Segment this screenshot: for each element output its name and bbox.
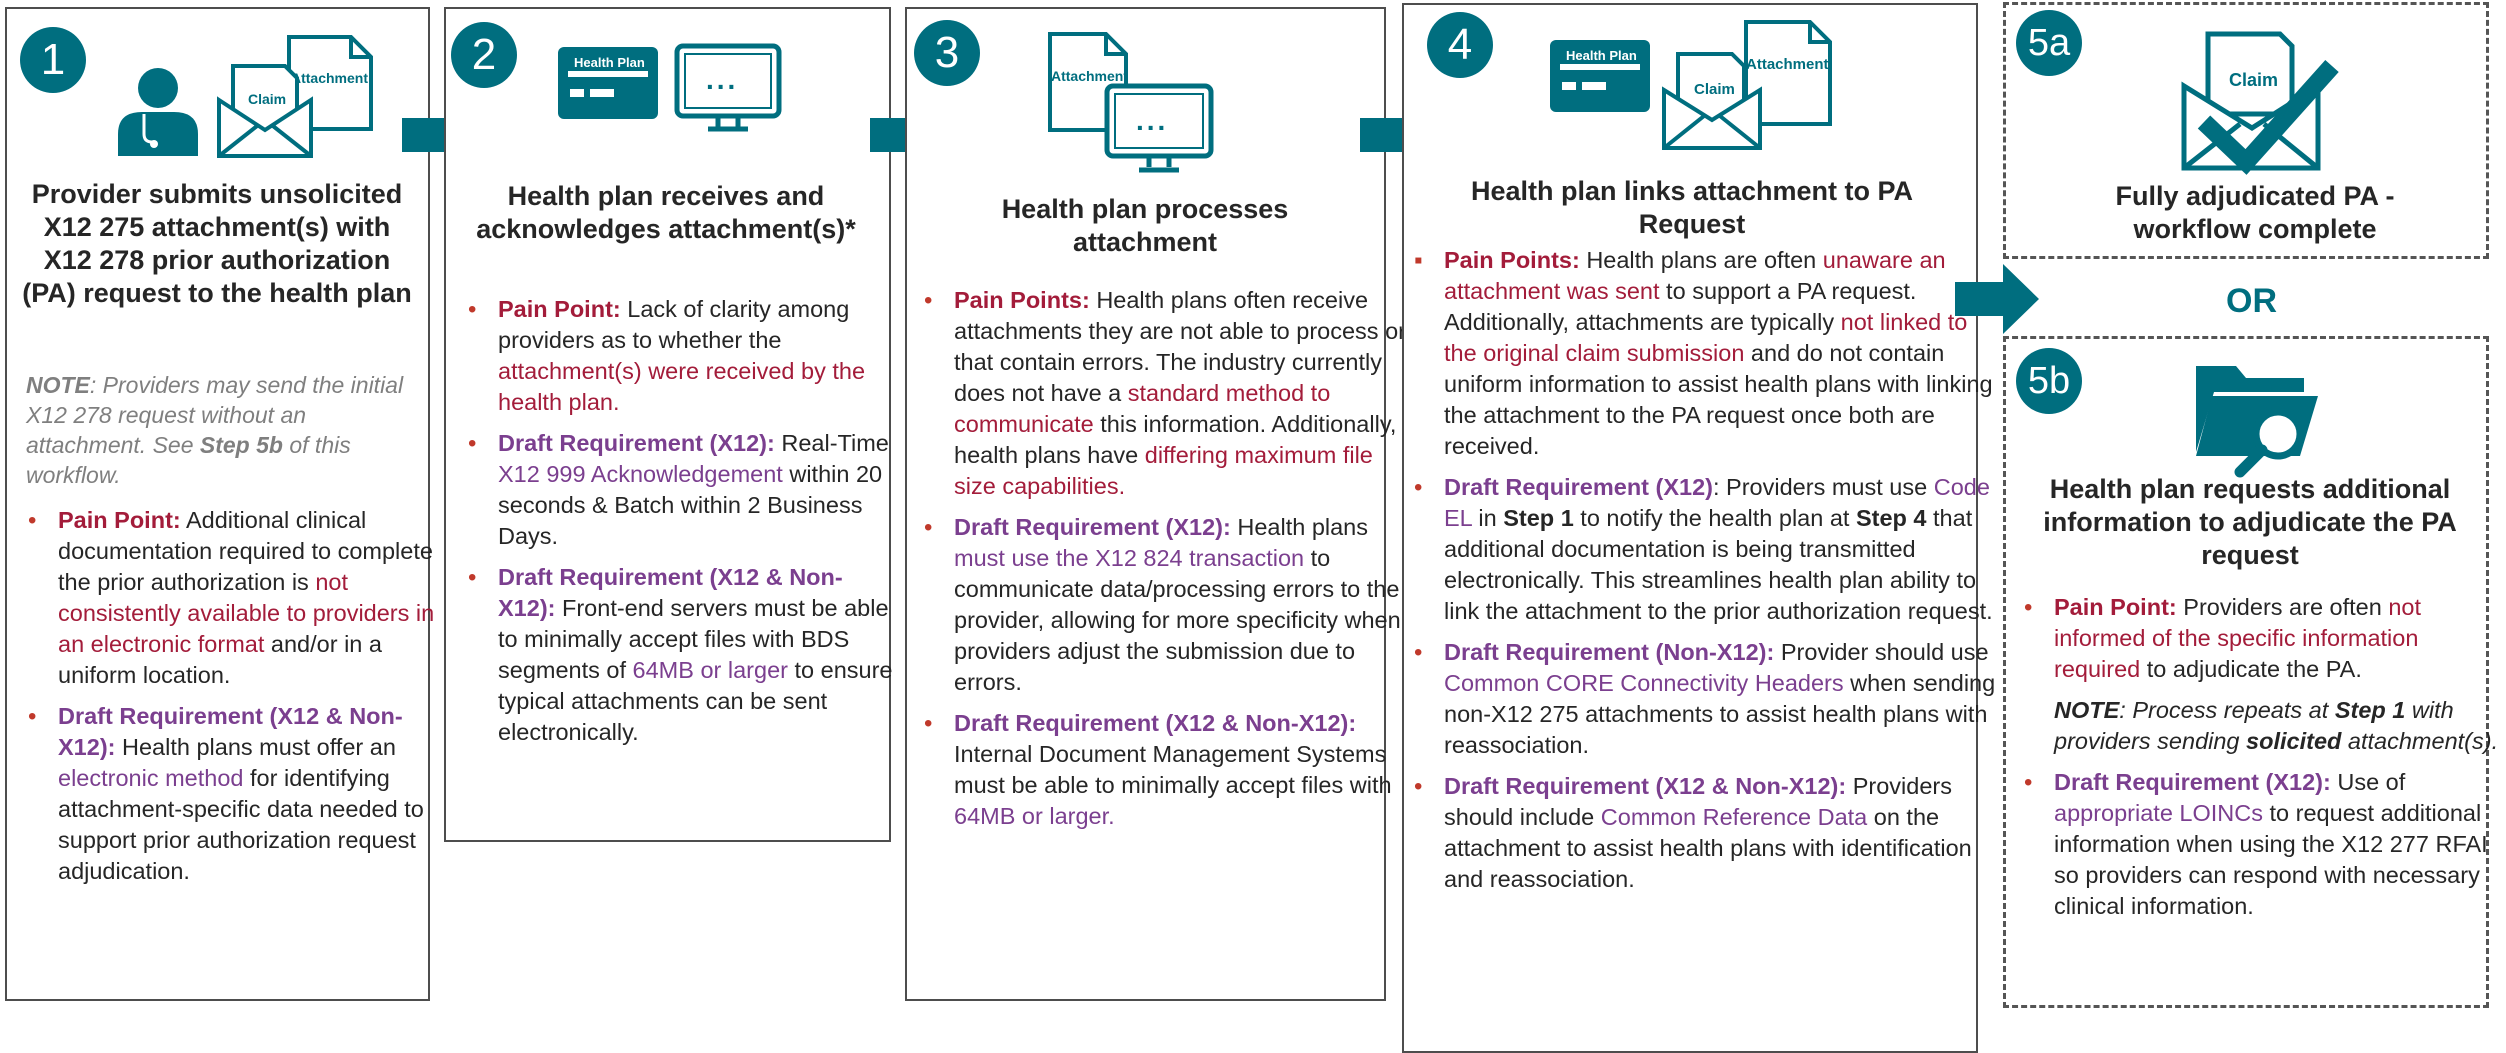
- step3-box: [905, 7, 1386, 1001]
- arrow-4-to-5: [1955, 264, 2039, 334]
- step5b-points: Pain Point: Providers are often not info…: [2020, 592, 2506, 932]
- step4-draft-requirement-nonx12: Draft Requirement (Non-X12): Provider sh…: [1414, 637, 2006, 761]
- step3-number: 3: [914, 20, 980, 86]
- step2-draft-requirement-x12: Draft Requirement (X12): Real-Time X12 9…: [468, 428, 898, 552]
- or-label: OR: [2226, 282, 2277, 320]
- claim-icon-label: Claim: [248, 91, 287, 107]
- claim-icon-label: Claim: [1694, 81, 1735, 98]
- monitor-icon: [1104, 83, 1214, 173]
- step2-number: 2: [451, 22, 517, 88]
- step2-points: Pain Point: Lack of clarity among provid…: [464, 294, 898, 758]
- step2-title: Health plan receives and acknowledges at…: [476, 181, 856, 244]
- step1-number: 1: [20, 27, 86, 93]
- step4-draft-requirement-x12: Draft Requirement (X12): Providers must …: [1414, 472, 2006, 627]
- monitor-dots: ...: [706, 64, 739, 95]
- monitor-icon: [674, 43, 782, 132]
- claim-envelope-icon: [1662, 52, 1762, 150]
- step1-points: Pain Point: Additional clinical document…: [24, 505, 436, 897]
- step5a-title: Fully adjudicated PA - workflow complete: [2115, 181, 2395, 244]
- monitor-dots: ...: [1136, 105, 1169, 136]
- step1-draft-requirement: Draft Requirement (X12 & Non-X12): Healt…: [28, 701, 436, 887]
- step2-pain-point: Pain Point: Lack of clarity among provid…: [468, 294, 898, 418]
- step5b-number: 5b: [2016, 348, 2082, 414]
- step3-pain-points: Pain Points: Health plans often receive …: [924, 285, 1406, 502]
- claim-approved-icon: [2181, 31, 2339, 175]
- step4-points: Pain Points: Health plans are often unaw…: [1410, 245, 2006, 905]
- step5a-number: 5a: [2016, 10, 2082, 76]
- claim-approved-label: Claim: [2229, 70, 2279, 90]
- claim-envelope-icon: [217, 64, 313, 158]
- step5b-note: NOTE: Process repeats at Step 1 with pro…: [2054, 697, 2499, 754]
- step3-points: Pain Points: Health plans often receive …: [920, 285, 1406, 842]
- health-plan-card-label: Health Plan: [1566, 48, 1637, 63]
- attachment-icon-label: Attachment: [291, 70, 369, 86]
- step4-pain-points: Pain Points: Health plans are often unaw…: [1414, 245, 2006, 462]
- step1-note: NOTE: Providers may send the initial X12…: [26, 372, 404, 488]
- step2-draft-requirement-x12-nonx12: Draft Requirement (X12 & Non-X12): Front…: [468, 562, 898, 748]
- health-plan-card-label: Health Plan: [574, 55, 645, 70]
- step3-draft-requirement-x12-nonx12: Draft Requirement (X12 & Non-X12): Inter…: [924, 708, 1406, 832]
- step5a-box: [2003, 2, 2489, 259]
- folder-search-icon: [2196, 366, 2318, 478]
- step3-draft-requirement-x12: Draft Requirement (X12): Health plans mu…: [924, 512, 1406, 698]
- health-plan-card-icon: [558, 47, 658, 119]
- attachment-doc-label: Attachment: [1051, 68, 1129, 84]
- step5b-draft-requirement: Draft Requirement (X12): Use of appropri…: [2024, 767, 2506, 922]
- step5b-pain-point: Pain Point: Providers are often not info…: [2024, 592, 2506, 757]
- step3-title: Health plan processes attachment: [1001, 194, 1289, 257]
- step1-pain-point: Pain Point: Additional clinical document…: [28, 505, 436, 691]
- provider-icon: [118, 68, 198, 156]
- health-plan-card-icon: [1550, 40, 1650, 112]
- attachment-icon-label: Attachment: [1746, 56, 1829, 73]
- step4-title: Health plan links attachment to PA Reque…: [1470, 176, 1914, 239]
- step1-title: Provider submits unsolicited X12 275 att…: [22, 179, 412, 308]
- step4-draft-requirement-x12-nonx12: Draft Requirement (X12 & Non-X12): Provi…: [1414, 771, 2006, 895]
- step5b-title: Health plan requests additional informat…: [2043, 474, 2457, 570]
- step4-number: 4: [1427, 12, 1493, 78]
